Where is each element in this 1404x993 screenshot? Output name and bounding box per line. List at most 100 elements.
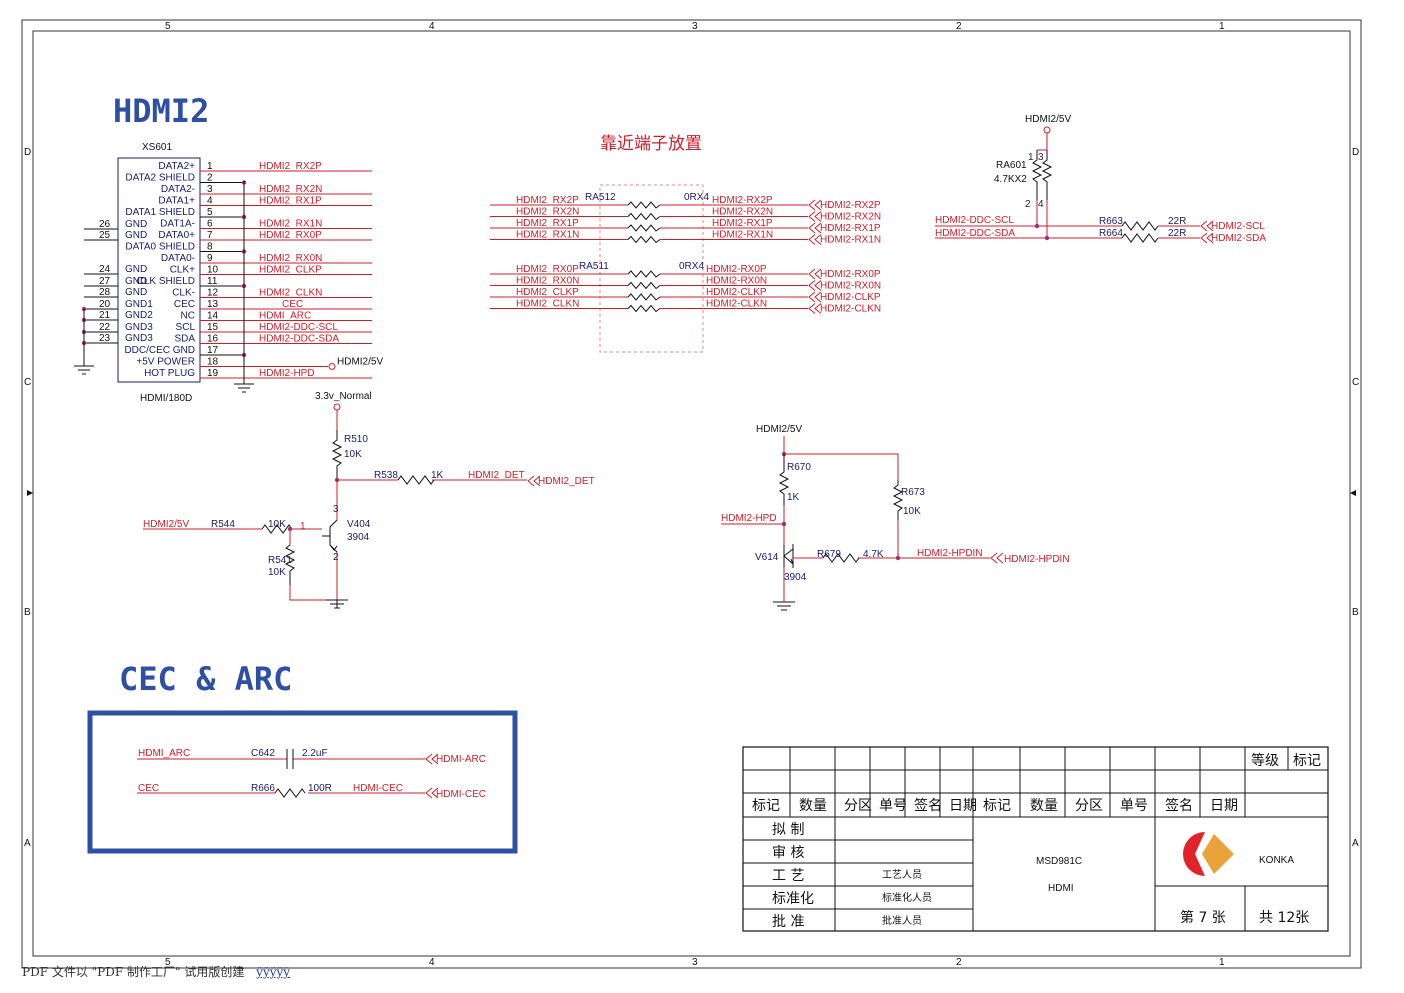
r538-value: 1K	[431, 470, 444, 481]
r666-ref: R666	[251, 783, 275, 794]
pin-net: HDMI2-HPD	[259, 368, 315, 379]
pack-out-net: HDMI2-RX1P	[712, 218, 773, 229]
r541-value: 10K	[268, 567, 286, 578]
pin-number: 2	[207, 173, 213, 184]
hpd-offpage-label: HDMI2-HPDIN	[1004, 554, 1070, 565]
ra511-value: 0RX4	[679, 261, 704, 272]
pin-net: HDMI2_RX0P	[259, 230, 322, 241]
v614-ref: V614	[755, 552, 779, 563]
v614-type: 3904	[784, 572, 807, 583]
gnd-pin-label: GND	[125, 230, 147, 241]
model-number: MSD981C	[1036, 856, 1082, 867]
pin-net: HDMI2_RX0N	[259, 253, 322, 264]
col-number-bottom: 4	[429, 957, 435, 968]
hpd-circuit: HDMI2/5V R670 1K R673 10K HDMI2-HPD V614…	[721, 424, 1070, 611]
v404-ref: V404	[347, 519, 371, 530]
gnd-pin-label: GND3	[125, 333, 153, 344]
gnd-pin: GND3 23	[81, 333, 153, 346]
pack-out-net: HDMI2-CLKP	[706, 287, 767, 298]
r664-ref: R664	[1099, 228, 1123, 239]
gnd-pin-label: GND3	[125, 322, 153, 333]
ddc-scl-in: HDMI2-DDC-SCL	[935, 215, 1014, 226]
role-name: 批准人员	[882, 914, 922, 927]
col-number: 5	[165, 21, 171, 32]
pack-out-net: HDMI2-RX0P	[706, 264, 767, 275]
role-label: 工 艺	[772, 868, 804, 884]
ra511-ref: RA511	[579, 261, 609, 272]
pack-out-net: HDMI2-RX0N	[706, 276, 767, 287]
pin-number: 15	[207, 322, 219, 333]
pin-number: 9	[207, 253, 213, 264]
gnd-pin-label: GND	[125, 276, 147, 287]
pdf-footer: PDF 文件以 "PDF 制作工厂" 试用版创建 ÿÿÿÿÿ	[22, 963, 290, 980]
r663-ref: R663	[1099, 216, 1123, 227]
r510-value: 10K	[344, 449, 362, 460]
r670-ref: R670	[787, 462, 811, 473]
hpd-supply-label: HDMI2/5V	[756, 424, 802, 435]
pack-in-net: HDMI2_RX2P	[516, 195, 579, 206]
pin-label: CLK-	[172, 288, 195, 299]
connector-ref: XS601	[142, 142, 172, 153]
col-number: 1	[1219, 21, 1225, 32]
pin-number: 16	[207, 334, 219, 345]
svg-text:2: 2	[1025, 199, 1031, 210]
role-name: 工艺人员	[882, 869, 922, 881]
pin-label: DATA2+	[158, 161, 195, 172]
pack-offpage-net: HDMI2-RX1N	[820, 235, 881, 246]
cec-in-net: CEC	[138, 783, 159, 794]
footer-link[interactable]: ÿÿÿÿÿ	[256, 965, 291, 979]
grade-label: 等级	[1251, 752, 1279, 769]
ra601-ref: RA601	[996, 160, 1027, 171]
pin-net: HDMI2_CLKP	[259, 265, 322, 276]
r663-r664-resistors	[1121, 221, 1159, 243]
col-number-bottom: 3	[692, 957, 698, 968]
svg-text:1: 1	[1028, 152, 1034, 163]
cec-arc-box	[87, 710, 518, 854]
role-label: 批 准	[772, 914, 804, 930]
cec-net-label: HDMI-CEC	[353, 783, 403, 794]
ddc-power-label: HDMI2/5V	[1025, 114, 1071, 125]
section-title-hdmi2: HDMI2	[113, 92, 209, 130]
pin-label: DAT1A-	[160, 219, 195, 230]
r541-ref: R541	[268, 555, 292, 566]
r679-value: 4.7K	[863, 549, 884, 560]
role-label: 拟 制	[772, 822, 804, 838]
pin-number: 13	[207, 299, 219, 310]
power-port-icon	[333, 403, 341, 411]
ra601-value: 4.7KX2	[994, 174, 1027, 185]
ddc-scl-out: HDMI2-SCL	[1211, 221, 1265, 232]
gnd-pin-number: 23	[99, 333, 111, 344]
header-cell: 分区	[844, 798, 872, 814]
role-name: 标准化人员	[882, 891, 932, 904]
r679-resistor	[822, 553, 860, 563]
svg-text:1: 1	[300, 521, 306, 532]
pack-offpage-net: HDMI2-RX1P	[820, 223, 881, 234]
pin-number: 1	[207, 161, 213, 172]
pin-number: 10	[207, 265, 219, 276]
pin-number: 19	[207, 368, 219, 379]
r538-resistor	[397, 475, 435, 485]
pin-net: HDMI_ARC	[259, 311, 311, 322]
gnd-pin-number: 22	[99, 322, 111, 333]
inner-frame	[32, 30, 1351, 957]
frame-marks: 5 4 3 2 1 5 4 3 2 1 D C B A D C B A	[24, 21, 1359, 968]
row-letter: B	[24, 607, 31, 618]
header-cell: 签名	[914, 797, 942, 814]
col-number-bottom: 2	[956, 957, 962, 968]
r544-ref: R544	[211, 519, 235, 530]
